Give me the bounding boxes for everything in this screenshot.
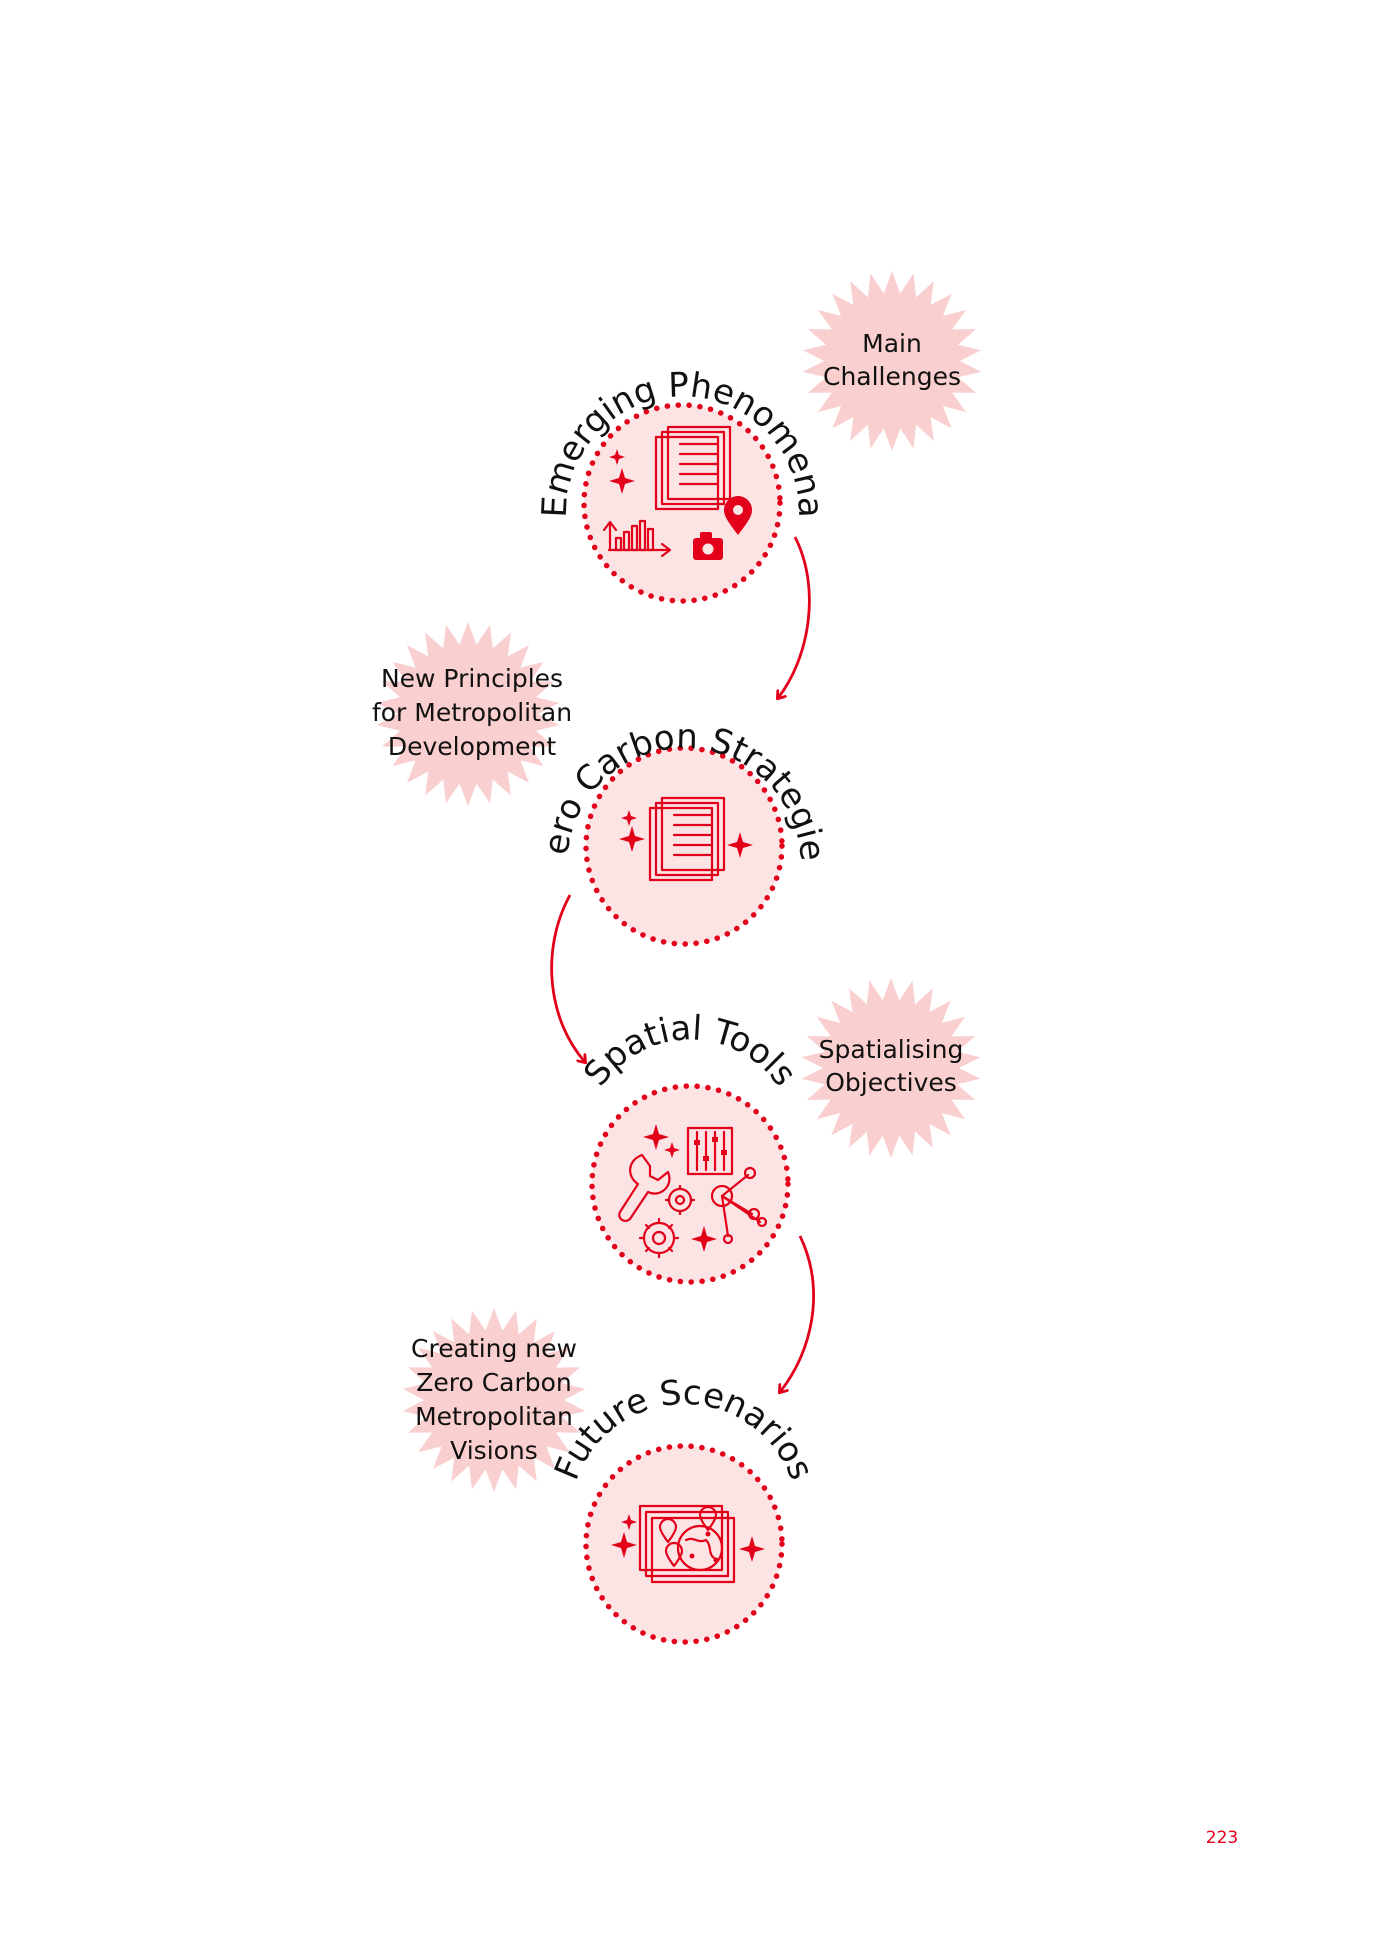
step-circle (583, 1443, 785, 1645)
sparkle-icon (619, 810, 753, 858)
burst-line: Challenges (823, 362, 961, 391)
globe-icon (676, 1524, 724, 1572)
bar-chart-icon (602, 519, 672, 558)
burst-line: Main (862, 329, 922, 358)
starburst-shape (802, 271, 982, 451)
burst-line: for Metropolitan (372, 698, 572, 727)
page-number: 223 (1206, 1828, 1238, 1848)
map-pin-icon (658, 1505, 718, 1568)
step-title: Spatial Tools (576, 1008, 804, 1093)
burst-line: Objectives (825, 1068, 957, 1097)
gears-icon (638, 1184, 696, 1259)
sparkle-icon (611, 1514, 765, 1562)
arrow-step2-to-step3 (550, 894, 585, 1062)
burst-line: Metropolitan (415, 1402, 573, 1431)
burst-line: Creating new (411, 1334, 577, 1363)
step-spatial-tools: Spatial Tools (576, 1008, 804, 1285)
step-circle (589, 1083, 791, 1285)
documents-icon (654, 425, 732, 511)
burst-line: Zero Carbon (416, 1368, 572, 1397)
network-icon (710, 1166, 768, 1245)
sliders-icon (686, 1126, 734, 1176)
step-future-scenarios: Future Scenarios (547, 1373, 821, 1645)
starburst-shape (402, 1308, 586, 1492)
starburst-shape (376, 622, 560, 806)
wrench-icon (618, 1153, 671, 1222)
sparkle-icon (643, 1124, 717, 1252)
camera-icon (693, 532, 723, 560)
map-pin-icon (724, 496, 752, 535)
burst-line: New Principles (381, 664, 563, 693)
burst-line: Spatialising (819, 1035, 964, 1064)
arrow-step3-to-step4 (780, 1235, 815, 1392)
starburst-shape (801, 978, 981, 1158)
burst-line: Visions (450, 1436, 538, 1465)
maps-stack-icon (638, 1504, 736, 1584)
documents-icon (648, 796, 726, 882)
burst-line: Development (388, 732, 556, 761)
sparkle-icon (609, 449, 635, 494)
arrow-step1-to-step2 (778, 536, 811, 698)
